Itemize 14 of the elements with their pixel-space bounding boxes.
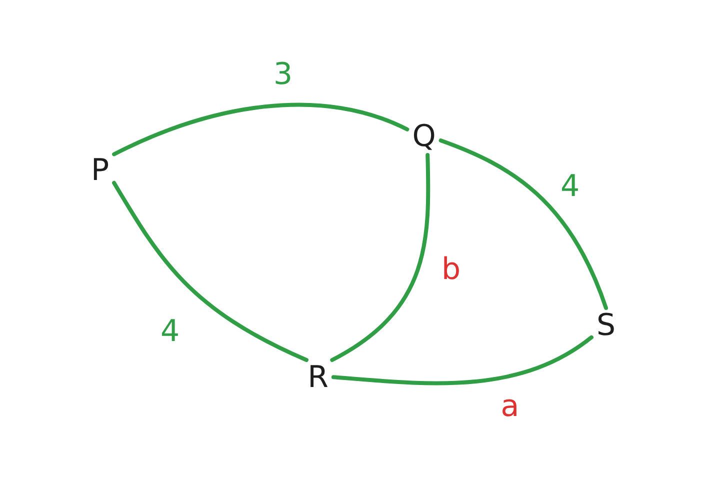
edge-label: 4	[160, 316, 180, 348]
edge-line	[112, 180, 308, 362]
edge-line	[438, 138, 608, 310]
vertex-label: P	[86, 153, 114, 189]
edge-line	[112, 102, 410, 156]
edge-line	[330, 153, 430, 362]
vertex-label: Q	[407, 119, 441, 155]
edge-label: 4	[560, 171, 580, 203]
vertex-label: S	[591, 308, 621, 344]
edge-label: 3	[273, 59, 293, 91]
edge-label: a	[500, 391, 520, 423]
edge-line	[331, 335, 594, 386]
edge-label: b	[441, 254, 461, 286]
vertex-label: R	[302, 360, 334, 396]
